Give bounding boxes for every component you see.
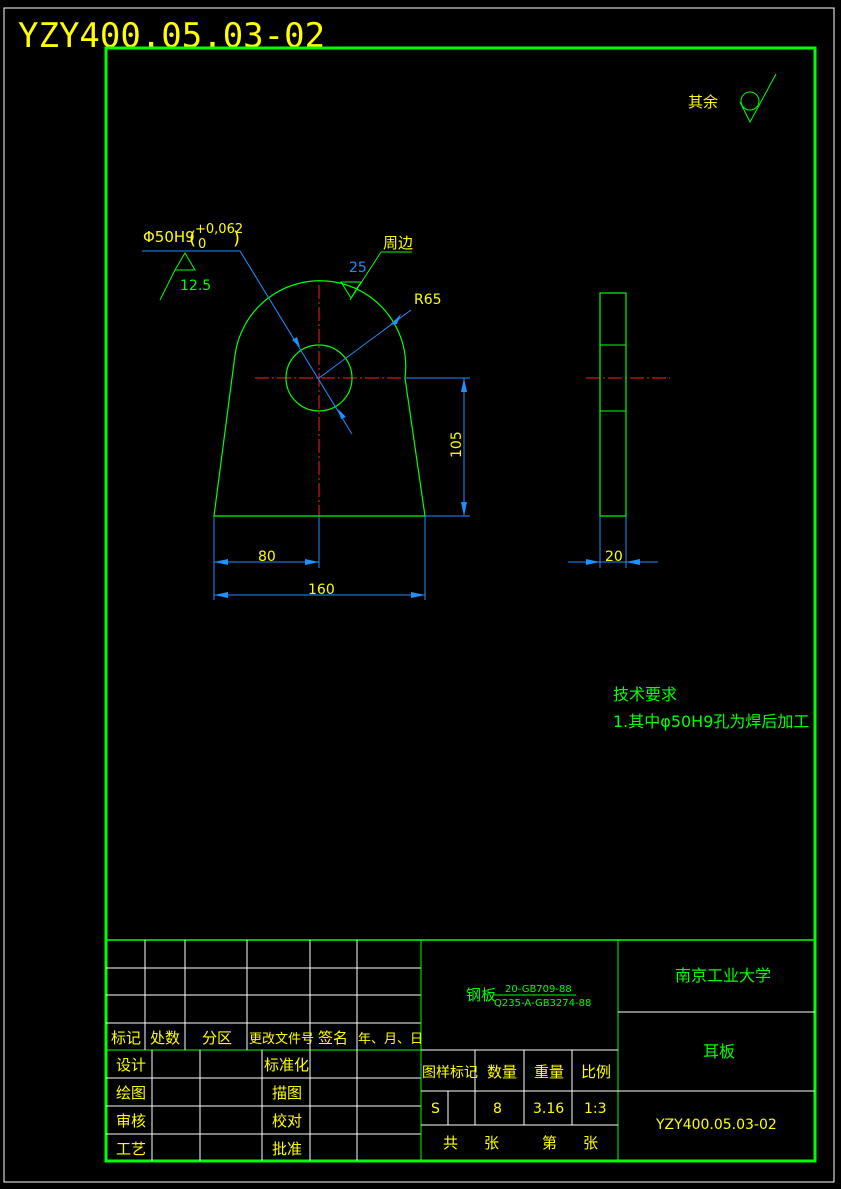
dim-height-arrow-bottom-icon: [461, 502, 467, 516]
hole-tolerance-paren-close: ): [233, 228, 240, 249]
tb-rev-header: 年、月、日: [358, 1032, 423, 1047]
tb-rev-header: 处数: [150, 1029, 180, 1047]
technical-requirements: 技术要求 1.其中φ50H9孔为焊后加工: [613, 685, 809, 731]
hole-leader-arrow-icon: [292, 337, 300, 347]
tech-req-item1: 1.其中φ50H9孔为焊后加工: [613, 712, 809, 731]
radius-arrow-icon: [390, 314, 401, 325]
tb-part-name: 耳板: [703, 1042, 735, 1061]
tb-rev-header: 标记: [111, 1029, 141, 1047]
hole-circle: [285, 344, 353, 412]
tb-rev-header: 更改文件号: [249, 1032, 314, 1047]
tb-mid-label: 批准: [272, 1140, 302, 1158]
hole-tolerance-upper: +0,062: [195, 222, 243, 237]
tb-left-label: 审核: [116, 1112, 146, 1130]
tb-rev-header: 签名: [318, 1029, 348, 1047]
tb-sheet-no-label: 第: [542, 1134, 557, 1152]
title-block: [106, 939, 815, 1161]
part-outline: [213, 280, 426, 517]
drawing-frame: [104, 46, 817, 1163]
tb-mid-label: 描图: [272, 1084, 302, 1102]
tb-sheet-unit2: 张: [583, 1134, 598, 1152]
tb-material-name: 钢板: [466, 986, 496, 1004]
hole-leader-arrow2-icon: [338, 409, 346, 419]
tb-props-header: 重量: [534, 1063, 564, 1081]
tb-rev-header: 分区: [202, 1029, 232, 1047]
tb-left-label: 设计: [116, 1056, 146, 1074]
tb-organization: 南京工业大学: [675, 966, 771, 985]
roughness-symbol-icon: [740, 91, 760, 111]
tb-props-header: 图样标记: [422, 1065, 478, 1081]
tb-drawing-number: YZY400.05.03-02: [655, 1117, 777, 1133]
dim-width-arrow-right-icon: [411, 592, 425, 598]
outer-sheet-border: [3, 7, 835, 1183]
corner-drawing-number: YZY400.05.03-02: [18, 16, 325, 56]
dim-half-width-label: 80: [258, 549, 276, 565]
dim-half-width-arrow-right-icon: [305, 559, 319, 565]
hole-tolerance-paren-open: (: [189, 228, 196, 249]
side-view: 20: [568, 292, 670, 568]
tb-material-lower: Q235-A-GB3274-88: [494, 998, 591, 1009]
tb-mid-label: 标准化: [264, 1056, 309, 1074]
tb-weight-value: 3.16: [533, 1101, 564, 1117]
tb-mark-value: S: [431, 1101, 440, 1117]
tb-mid-label: 校对: [272, 1112, 302, 1130]
tb-sheet-unit1: 张: [484, 1134, 499, 1152]
dim-half-width-arrow-left-icon: [214, 559, 228, 565]
side-outline: [599, 292, 627, 517]
hole-roughness-value: 12.5: [180, 278, 211, 294]
dim-height-arrow-top-icon: [461, 378, 467, 392]
roughness-note: 其余: [688, 73, 777, 124]
hole-tolerance-main: Φ50H9: [143, 228, 195, 246]
tech-req-title: 技术要求: [613, 685, 677, 704]
hole-roughness-icon: [174, 252, 196, 271]
tb-sheet-total-label: 共: [443, 1134, 458, 1152]
side-dim-arrow-right-icon: [626, 559, 640, 565]
title-block-text: 标记 处数 分区 更改文件号 签名 年、月、日 设计 绘图 审核 工艺 标准化 …: [111, 966, 777, 1158]
roughness-check-icon: [739, 73, 777, 124]
side-dim-arrow-left-icon: [586, 559, 600, 565]
roughness-note-label: 其余: [688, 93, 718, 111]
hole-tolerance-lower: 0: [198, 237, 206, 252]
tb-material-upper: 20-GB709-88: [505, 984, 572, 995]
tb-props-header: 比例: [581, 1063, 611, 1081]
weld-note: 周边: [383, 234, 413, 252]
front-view: Φ50H9 ( +0,062 0 ) 12.5 周边 25 R65 105 8: [142, 222, 470, 600]
dim-width-label: 160: [308, 582, 335, 598]
dim-height-label: 105: [449, 431, 465, 458]
weld-size: 25: [349, 260, 367, 276]
tb-scale-value: 1:3: [584, 1101, 607, 1117]
tb-quantity-value: 8: [493, 1101, 502, 1117]
hole-roughness-tail: [159, 269, 176, 301]
tb-props-header: 数量: [487, 1063, 517, 1081]
weld-triangle-icon: [340, 281, 362, 299]
side-dim-label: 20: [605, 549, 623, 565]
radius-label: R65: [414, 292, 442, 308]
tb-left-label: 工艺: [116, 1140, 146, 1158]
dim-width-arrow-left-icon: [214, 592, 228, 598]
tb-left-label: 绘图: [116, 1084, 146, 1102]
